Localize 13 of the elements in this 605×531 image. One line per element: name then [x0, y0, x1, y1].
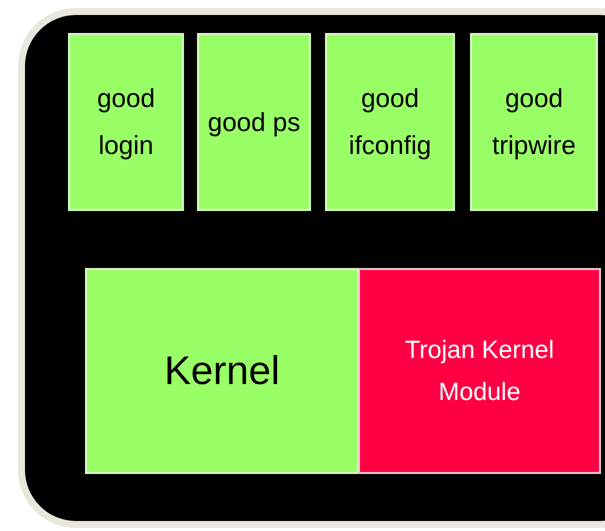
- node-label: good ps: [208, 106, 300, 139]
- program-box: [68, 33, 184, 211]
- node-label: Trojan Kernel Module: [404, 334, 556, 408]
- node-label: good ifconfig: [348, 82, 432, 162]
- module-box: [358, 268, 601, 474]
- program-box: [197, 33, 311, 211]
- node-label: Kernel: [164, 348, 280, 394]
- system-panel: [18, 8, 605, 528]
- program-box: [470, 33, 598, 211]
- kernel-box: [85, 268, 359, 474]
- node-label: good tripwire: [491, 82, 577, 162]
- program-box: [325, 33, 455, 211]
- node-label: good login: [96, 82, 156, 162]
